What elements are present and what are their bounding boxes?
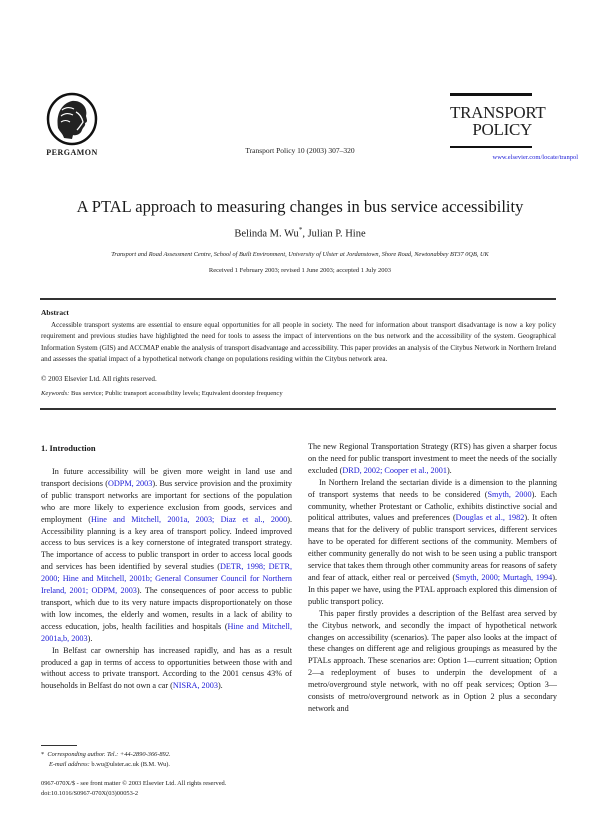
journal-masthead: TRANSPORT POLICY	[450, 93, 546, 148]
text: ).	[87, 633, 93, 643]
text: ).	[446, 465, 452, 475]
paragraph: In Belfast car ownership has increased r…	[41, 645, 292, 693]
text: In Belfast car ownership has increased r…	[41, 645, 292, 691]
text: In future accessibility will be given mo…	[41, 467, 292, 488]
footnote-line: * Corresponding author. Tel.: +44-2890-3…	[41, 750, 171, 760]
citation-link[interactable]: ODPM, 2003	[107, 478, 153, 488]
right-column: The new Regional Transportation Strategy…	[308, 441, 557, 715]
text: ). In this paper we have, using the PTAL…	[308, 572, 557, 606]
citation-link[interactable]: Douglas et al., 1982	[455, 513, 525, 523]
paragraph: In Northern Ireland the sectarian divide…	[308, 477, 557, 608]
email-address[interactable]: b.wu@ulster.ac.uk (B.M. Wu).	[91, 760, 171, 768]
author-name: Belinda M. Wu	[234, 228, 299, 240]
front-matter-issn: 0967-070X/$ - see front matter © 2003 El…	[41, 780, 227, 787]
received-dates: Received 1 February 2003; revised 1 June…	[208, 267, 392, 274]
publisher-logo: PERGAMON	[36, 92, 108, 157]
text: ). The consequences of poor access to pu…	[41, 586, 292, 631]
citation-link[interactable]: Hine and Mitchell, 2001a,b, 2003	[41, 621, 292, 643]
journal-title-line1: TRANSPORT	[450, 103, 546, 122]
front-matter: 0967-070X/$ - see front matter © 2003 El…	[41, 779, 226, 799]
footnote: * Corresponding author. Tel.: +44-2890-3…	[41, 750, 171, 769]
email-label: E-mail address:	[49, 760, 90, 768]
citation-link[interactable]: Smyth, 2000; Murtagh, 1994	[455, 572, 553, 582]
keywords-list: Bus service; Public transport accessibil…	[70, 390, 283, 397]
keywords-label: Keywords:	[41, 390, 70, 397]
journal-url-link[interactable]: www.elsevier.com/locate/tranpol	[492, 154, 579, 161]
citation-link[interactable]: Smyth, 2000	[487, 489, 532, 499]
author-separator: ,	[302, 228, 308, 240]
abstract-copyright: © 2003 Elsevier Ltd. All rights reserved…	[41, 375, 157, 383]
doi: doi:10.1016/S0967-070X(03)00053-2	[41, 790, 139, 797]
abstract-rule-top	[40, 298, 556, 300]
corresponding-author-note: Corresponding author. Tel.: +44-2890-366…	[47, 751, 171, 758]
paragraph: In future accessibility will be given mo…	[41, 466, 292, 645]
paragraph: The new Regional Transportation Strategy…	[308, 441, 557, 477]
left-column: In future accessibility will be given mo…	[41, 466, 292, 692]
masthead-rule-bottom	[450, 146, 532, 148]
journal-citation: Transport Policy 10 (2003) 307–320	[245, 146, 355, 155]
journal-title: TRANSPORT POLICY	[450, 103, 546, 139]
citation-link[interactable]: DRD, 2002; Cooper et al., 2001	[342, 465, 447, 475]
author-list: Belinda M. Wu*, Julian P. Hine	[0, 226, 600, 240]
text: ). Each community, whether Protestant or…	[308, 489, 557, 523]
publisher-name: PERGAMON	[46, 148, 98, 157]
keywords: Keywords: Bus service; Public transport …	[41, 390, 283, 397]
citation-link[interactable]: DETR, 1998; DETR, 2000; Hine and Mitchel…	[41, 562, 292, 596]
corresponding-author-mark[interactable]: *	[298, 226, 303, 234]
masthead-rule-top	[450, 93, 532, 96]
text: In Northern Ireland the sectarian divide…	[308, 477, 557, 499]
journal-title-line2: POLICY	[472, 120, 532, 139]
footnote-rule	[41, 745, 77, 746]
author-name: Julian P. Hine	[307, 228, 366, 240]
section-heading-introduction: 1. Introduction	[41, 443, 96, 453]
citation-link[interactable]: Hine and Mitchell, 2001a, 2003; Diaz et …	[90, 514, 288, 524]
text: ). It often means that for the delivery …	[308, 513, 557, 582]
abstract-rule-bottom	[40, 408, 556, 410]
citation-link[interactable]: NISRA, 2003	[172, 681, 218, 691]
paragraph: This paper firstly provides a descriptio…	[308, 608, 557, 713]
pergamon-head-icon	[46, 92, 98, 146]
affiliation: Transport and Road Assessment Centre, Sc…	[111, 251, 489, 258]
footnote-email-line: E-mail address: b.wu@ulster.ac.uk (B.M. …	[41, 760, 171, 770]
text: The new Regional Transportation Strategy…	[308, 442, 557, 475]
text: ). Bus service provision and the proximi…	[41, 478, 292, 524]
abstract-body: Accessible transport systems are essenti…	[41, 320, 556, 365]
paper-title: A PTAL approach to measuring changes in …	[76, 197, 524, 216]
text: ).	[217, 681, 223, 691]
abstract-heading: Abstract	[41, 308, 69, 317]
abstract-text: Accessible transport systems are essenti…	[41, 321, 556, 363]
footnote-mark: *	[41, 751, 45, 758]
text: ). Accessibility planning is a key area …	[41, 514, 292, 572]
